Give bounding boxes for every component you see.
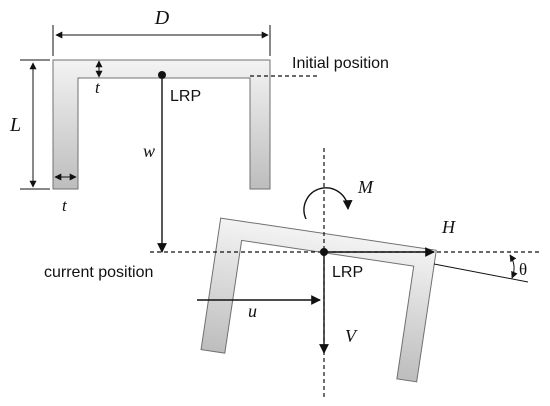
force-h-label: H — [441, 217, 456, 237]
displacement-u-label: u — [248, 301, 257, 321]
lrp-initial-label: LRP — [170, 88, 201, 105]
length-label: L — [9, 114, 21, 136]
web-thickness-label: t — [62, 196, 68, 215]
lrp-initial-point — [158, 71, 166, 79]
current-channel-section — [200, 217, 437, 383]
moment-arc-arrow — [303, 187, 353, 220]
width-label: D — [154, 7, 170, 29]
rotated-axis-line — [433, 263, 529, 283]
current-section-group — [200, 217, 437, 383]
initial-position-label: Initial position — [292, 55, 389, 72]
lrp-current-label: LRP — [332, 264, 363, 281]
displacement-w-label: w — [143, 141, 155, 161]
moment-label: M — [357, 177, 374, 197]
current-position-label: current position — [44, 264, 153, 281]
force-v-label: V — [345, 326, 358, 346]
flange-thickness-label: t — [95, 78, 101, 97]
rotation-angle-arrow — [509, 254, 518, 279]
rotation-angle-label: θ — [519, 260, 527, 279]
